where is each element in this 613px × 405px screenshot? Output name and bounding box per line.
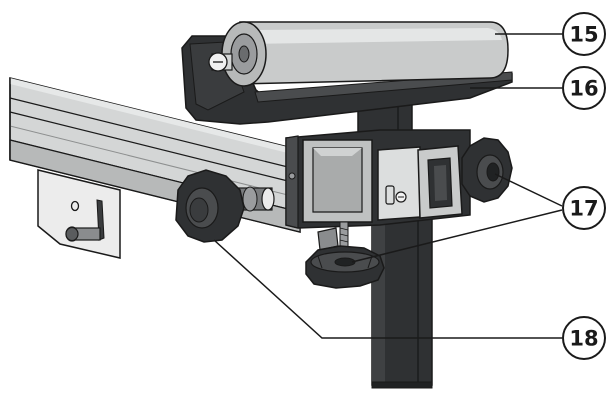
callout-16: 16 [562,66,606,110]
leader-17-bottom [351,209,563,263]
clamp-block [302,139,373,223]
leader-18 [213,239,562,339]
svg-text:15: 15 [569,23,598,47]
leader-lines [213,33,563,339]
callout-15: 15 [562,12,606,56]
roller [221,21,509,87]
bracket-pin [65,226,101,242]
side-knob-right [461,137,513,203]
bottom-knob [305,245,385,289]
rail-clamp-knob [175,169,275,243]
axle-screw [208,52,233,72]
callout-18: 18 [562,316,606,360]
side-plate [377,146,421,221]
svg-text:16: 16 [569,77,598,101]
vertical-post [371,214,433,389]
height-adjust-screw [317,221,349,253]
leader-17-right [494,173,563,207]
svg-text:17: 17 [569,197,598,221]
mounting-bracket [37,169,121,259]
callout-17: 17 [562,186,606,230]
locking-latch [417,145,463,219]
svg-text:18: 18 [569,327,598,351]
